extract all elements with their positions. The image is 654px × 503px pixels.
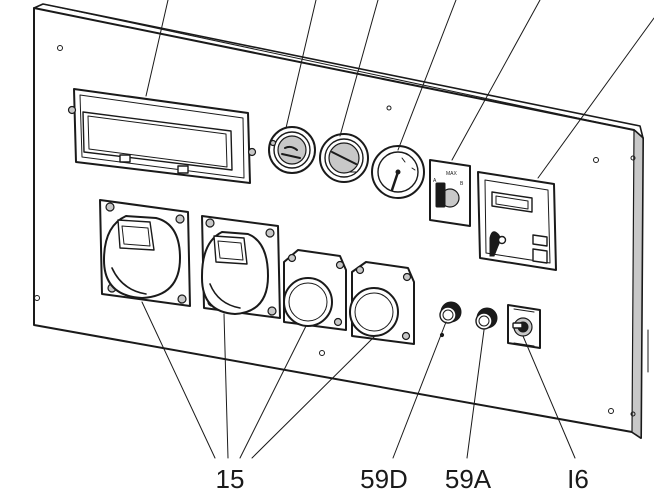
mounting-hole [593,157,599,163]
display-window [67,88,257,184]
mounting-hole [57,45,63,51]
hour-meter [371,145,425,199]
selector-switch: MAX A B [429,159,471,227]
key-switch-i6 [507,304,541,349]
edge-screw [630,411,636,417]
label-15: 15 [216,464,245,494]
fuel-gauge [268,126,316,174]
label-i6: I6 [567,464,589,494]
temperature-gauge [319,133,369,183]
power-socket [99,199,191,307]
label-59a: 59A [445,464,492,494]
circuit-breaker-59a [475,307,498,330]
switch-text-left: A [433,178,437,184]
power-socket [283,249,347,331]
switch-text-right: B [460,181,464,187]
label-59d: 59D [360,464,408,494]
mounting-hole [386,105,392,111]
circuit-breaker-59d [439,301,462,324]
power-socket [201,215,281,319]
mounting-hole [608,408,614,414]
switch-text-top: MAX [446,171,458,177]
power-socket [349,261,415,345]
mounting-hole [34,295,40,301]
edge-screw [630,155,636,161]
leader-lines [141,0,654,459]
mounting-hole [319,350,325,356]
controller-module [477,171,557,271]
